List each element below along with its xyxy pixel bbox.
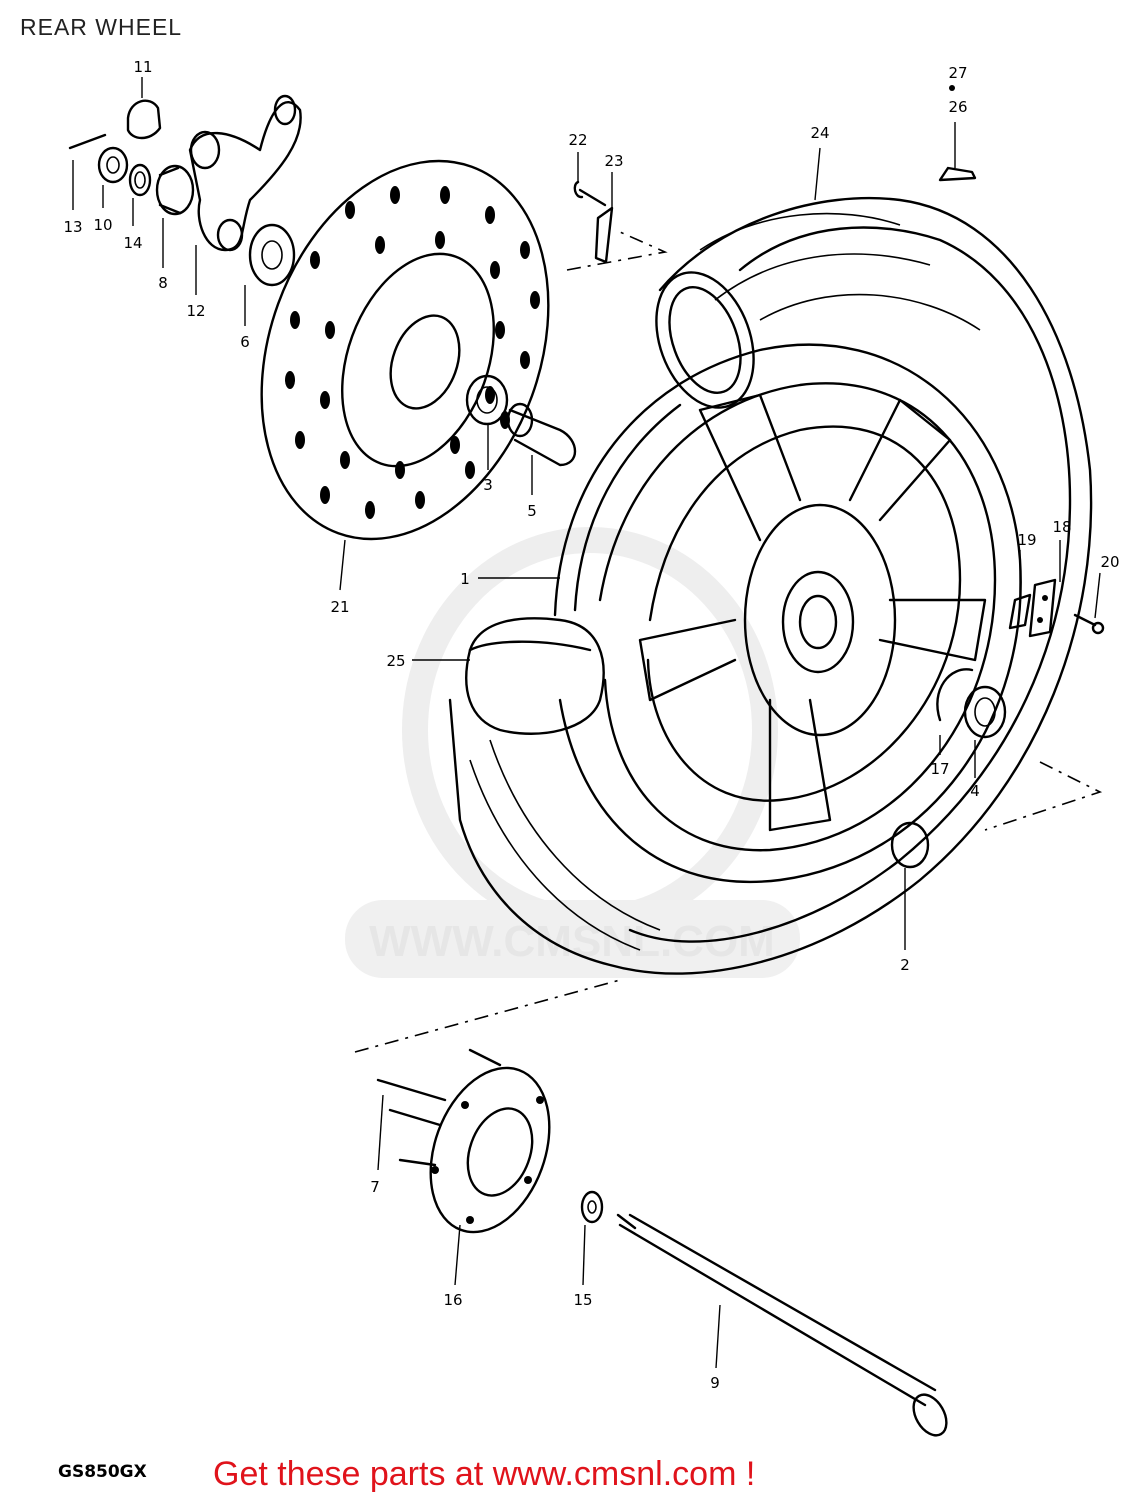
spacer <box>155 164 195 216</box>
callout-3: 3 <box>483 476 493 494</box>
callout-1: 1 <box>460 570 470 588</box>
leader-lines <box>72 77 1101 1369</box>
callout-11: 11 <box>133 58 152 76</box>
callout-19: 19 <box>1017 531 1036 549</box>
callout-9: 9 <box>710 1374 720 1392</box>
bearing-2 <box>890 821 930 869</box>
model-code: GS850GX <box>58 1462 147 1482</box>
collar <box>465 374 509 426</box>
air-valve <box>938 85 977 182</box>
callout-18: 18 <box>1052 518 1071 536</box>
callout-10: 10 <box>93 216 112 234</box>
page-title: REAR WHEEL <box>20 14 183 40</box>
axle-washer <box>580 1190 604 1224</box>
callout-21: 21 <box>330 598 349 616</box>
callout-16: 16 <box>443 1291 462 1309</box>
callout-24: 24 <box>810 124 829 142</box>
cotter-pin <box>68 133 107 150</box>
wheel-bearing <box>963 685 1007 739</box>
disc-bolt <box>573 180 607 207</box>
tire-section-top <box>655 271 755 409</box>
callout-7: 7 <box>370 1178 380 1196</box>
callout-12: 12 <box>186 302 205 320</box>
callout-8: 8 <box>158 274 168 292</box>
lock-plate <box>594 206 614 264</box>
balance-bolt <box>1073 613 1105 635</box>
dust-seal <box>1008 593 1032 630</box>
callout-14: 14 <box>123 234 142 252</box>
callout-13: 13 <box>63 218 82 236</box>
callout-15: 15 <box>573 1291 592 1309</box>
callout-5: 5 <box>527 502 537 520</box>
bearing <box>248 223 296 287</box>
cap-nut <box>126 99 162 140</box>
brake-disc <box>260 159 550 541</box>
castle-nut <box>97 146 129 184</box>
lock-washer-plate <box>1028 578 1057 638</box>
assembly-lines <box>354 231 1103 1053</box>
callout-2: 2 <box>900 956 910 974</box>
rim-band <box>465 617 605 735</box>
callout-6: 6 <box>240 333 250 351</box>
rear-axle <box>616 1213 948 1437</box>
sprocket-drum <box>429 1066 551 1234</box>
callout-labels: 11 13 10 14 8 12 6 3 5 21 22 23 24 27 26… <box>63 58 1119 1392</box>
callout-22: 22 <box>568 131 587 149</box>
promo-link[interactable]: Get these parts at www.cmsnl.com ! <box>213 1455 756 1493</box>
caliper-bracket <box>188 94 302 252</box>
callout-4: 4 <box>970 782 980 800</box>
washer <box>128 163 152 197</box>
callout-27: 27 <box>948 64 967 82</box>
callout-26: 26 <box>948 98 967 116</box>
circlip <box>936 668 974 722</box>
drum-stud <box>376 1048 502 1167</box>
callout-23: 23 <box>604 152 623 170</box>
callout-25: 25 <box>386 652 405 670</box>
tire <box>448 196 1093 975</box>
axle-spacer <box>506 402 577 467</box>
callout-20: 20 <box>1100 553 1119 571</box>
callout-17: 17 <box>930 760 949 778</box>
wheel-rim <box>553 343 1022 883</box>
